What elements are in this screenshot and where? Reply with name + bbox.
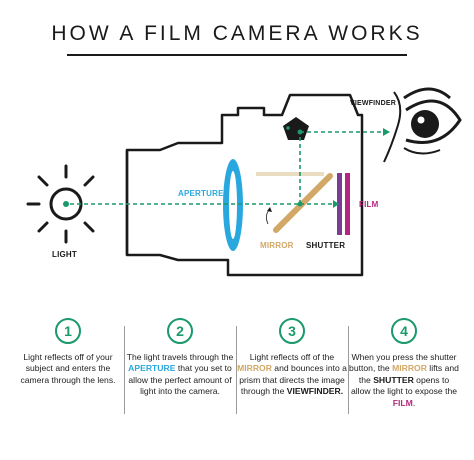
step-4: 4 When you press the shutter button, the… bbox=[349, 318, 459, 409]
step-text-part: lifts and the bbox=[358, 363, 459, 385]
arrow-head-icon bbox=[267, 207, 272, 212]
light-path bbox=[70, 131, 383, 205]
label-light: LIGHT bbox=[52, 250, 77, 259]
arrow-head-icon bbox=[383, 128, 390, 136]
highlight-mirror: MIRROR bbox=[392, 363, 427, 374]
highlight-aperture: APERTURE bbox=[128, 363, 176, 374]
step-divider bbox=[124, 326, 125, 414]
step-number-badge: 2 bbox=[167, 318, 193, 344]
step-text-part: When you press the shutter button, the bbox=[349, 352, 457, 374]
step-description: Light reflects off of the MIRROR and bou… bbox=[237, 352, 347, 398]
step-3: 3 Light reflects off of the MIRROR and b… bbox=[237, 318, 347, 398]
step-number-badge: 4 bbox=[391, 318, 417, 344]
prism-dot bbox=[286, 126, 290, 130]
highlight-viewfinder: VIEWFINDER. bbox=[286, 386, 344, 397]
path-junction-dot bbox=[297, 201, 303, 207]
step-text-part: Light reflects off of the bbox=[249, 352, 335, 362]
label-film: FILM bbox=[359, 200, 379, 209]
arrow-head-icon bbox=[333, 200, 339, 208]
label-shutter: SHUTTER bbox=[306, 241, 346, 250]
step-text-part: The light travels through the bbox=[126, 352, 234, 362]
eye-icon bbox=[383, 87, 462, 163]
title-underline bbox=[67, 54, 407, 56]
step-divider bbox=[236, 326, 237, 414]
label-mirror: MIRROR bbox=[260, 241, 294, 250]
shutter-bar bbox=[337, 173, 342, 235]
pentaprism-icon bbox=[283, 117, 309, 140]
step-description: The light travels through the APERTURE t… bbox=[125, 352, 235, 398]
step-text-part: . bbox=[412, 397, 416, 408]
camera-body-outline bbox=[125, 93, 364, 277]
label-viewfinder: VIEWFINDER bbox=[350, 100, 396, 107]
mirror-shape bbox=[273, 173, 333, 233]
highlight-mirror: MIRROR bbox=[237, 363, 272, 374]
highlight-film: FILM bbox=[392, 397, 413, 408]
step-divider bbox=[348, 326, 349, 414]
step-number-badge: 1 bbox=[55, 318, 81, 344]
sun-icon bbox=[26, 164, 95, 244]
path-junction-dot bbox=[297, 129, 303, 135]
step-description: When you press the shutter button, the M… bbox=[349, 352, 459, 409]
film-bar bbox=[345, 173, 350, 235]
step-text-part: opens to allow the light to expose the bbox=[350, 374, 458, 397]
page-title: HOW A FILM CAMERA WORKS bbox=[51, 22, 423, 45]
step-text-part: that you set to allow the perfect amount… bbox=[128, 363, 232, 397]
step-number-badge: 3 bbox=[279, 318, 305, 344]
step-2: 2 The light travels through the APERTURE… bbox=[125, 318, 235, 398]
step-text-part: Light reflects off of your subject and e… bbox=[20, 352, 116, 385]
light-origin-dot bbox=[63, 201, 69, 207]
highlight-shutter: SHUTTER bbox=[373, 374, 414, 385]
step-text-part: and bounces into a prism that directs th… bbox=[239, 363, 347, 397]
aperture-opening bbox=[229, 171, 237, 239]
step-1: 1 Light reflects off of your subject and… bbox=[13, 318, 123, 386]
label-aperture: APERTURE bbox=[178, 189, 224, 198]
step-description: Light reflects off of your subject and e… bbox=[13, 352, 123, 386]
